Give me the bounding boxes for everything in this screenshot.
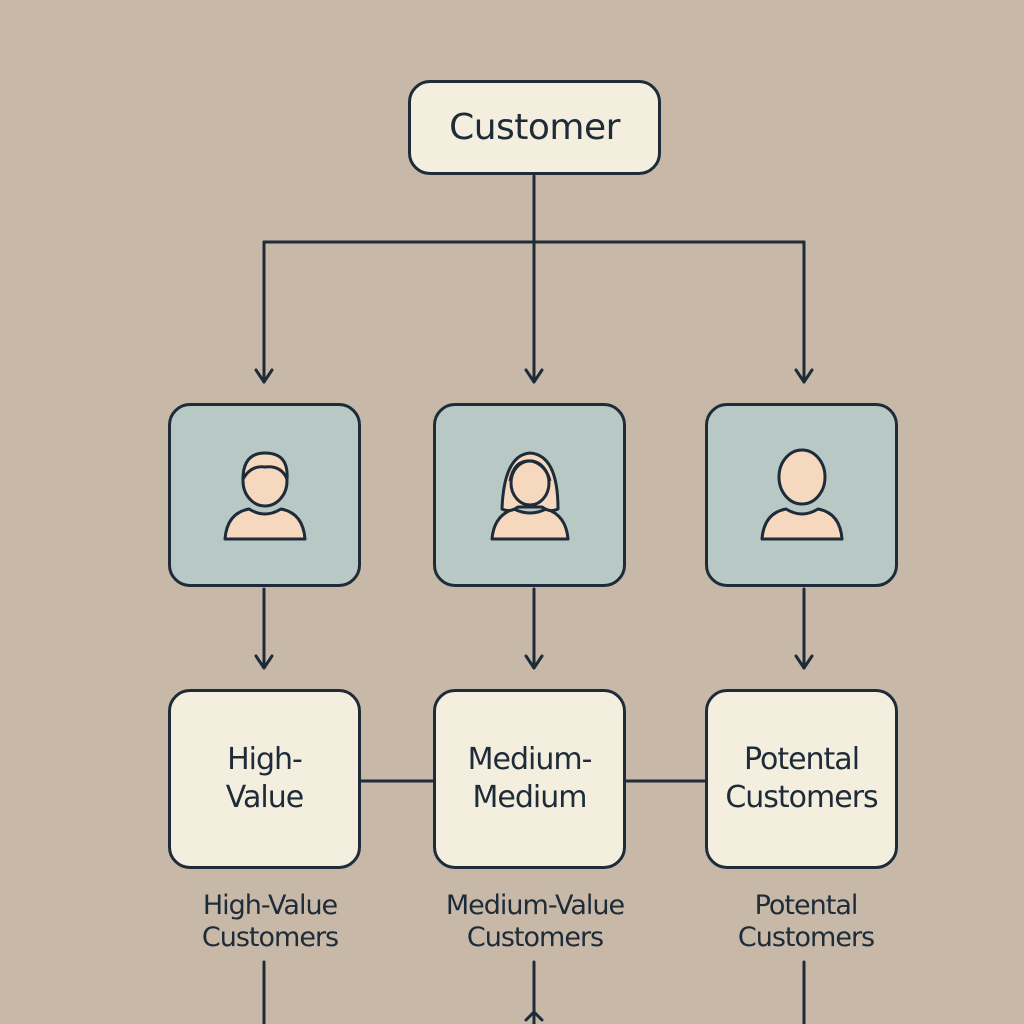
male-person-icon bbox=[223, 451, 306, 541]
segment-caption-2: Medium-Value Customers bbox=[405, 890, 665, 954]
arrowhead-5 bbox=[524, 654, 544, 670]
arrowhead-1 bbox=[254, 368, 274, 384]
arrowhead-7 bbox=[524, 1010, 544, 1022]
caption-line: Potental bbox=[754, 890, 859, 921]
arrowhead-6 bbox=[794, 654, 814, 670]
caption-line: Medium-Value bbox=[445, 890, 625, 921]
arrowhead-2 bbox=[524, 368, 544, 384]
root-node-customer: Customer bbox=[408, 80, 661, 175]
segment-label-card-1: High- Value bbox=[168, 689, 361, 869]
segment-label-line: Customers bbox=[725, 780, 878, 815]
person-icon bbox=[760, 448, 843, 541]
caption-line: Customers bbox=[737, 922, 875, 953]
root-label: Customer bbox=[449, 107, 620, 148]
segment-label-line: Medium- bbox=[467, 742, 593, 777]
segment-label-card-2: Medium- Medium bbox=[433, 689, 626, 869]
arrowhead-3 bbox=[794, 368, 814, 384]
segment-icon-card-1 bbox=[168, 403, 361, 587]
segment-label-line: High- bbox=[227, 742, 303, 777]
female-person-icon bbox=[490, 451, 569, 541]
caption-line: Customers bbox=[466, 922, 604, 953]
caption-line: High-Value bbox=[202, 890, 338, 921]
segment-label-card-3: Potental Customers bbox=[705, 689, 898, 869]
segment-caption-3: Potental Customers bbox=[676, 890, 936, 954]
segment-icon-card-3 bbox=[705, 403, 898, 587]
segment-label-line: Value bbox=[225, 780, 304, 815]
segment-label-line: Potental bbox=[743, 742, 860, 777]
caption-line: Customers bbox=[201, 922, 339, 953]
segment-icon-card-2 bbox=[433, 403, 626, 587]
segment-caption-1: High-Value Customers bbox=[140, 890, 400, 954]
segment-label-line: Medium bbox=[472, 780, 588, 815]
arrowhead-4 bbox=[254, 654, 274, 670]
